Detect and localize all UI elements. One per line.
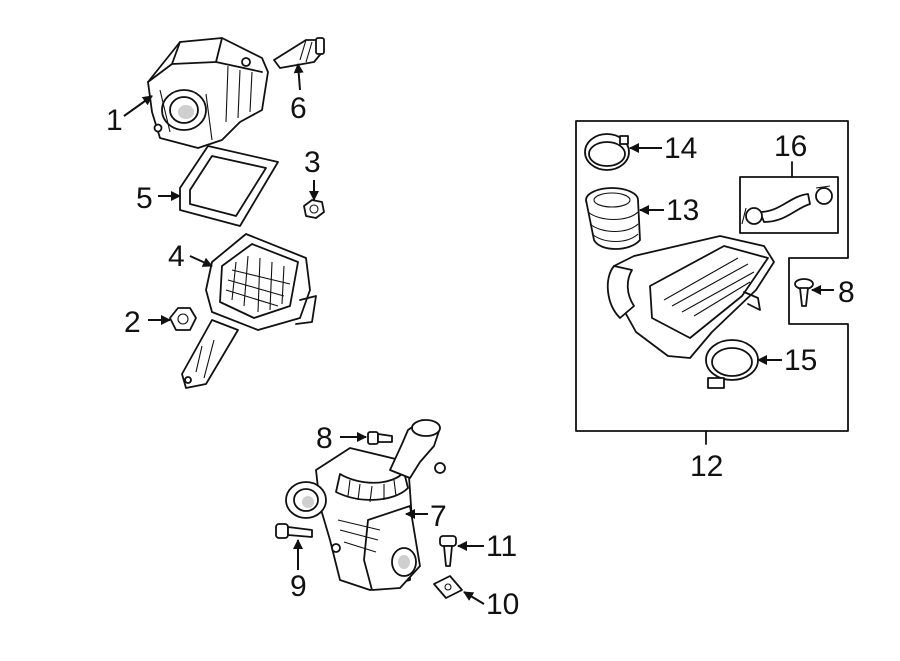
part-14-clamp[interactable] xyxy=(584,133,630,171)
callout-14: 14 xyxy=(664,132,697,165)
callout-10: 10 xyxy=(486,588,519,621)
part-1-air-cleaner-cover[interactable] xyxy=(147,37,269,149)
callout-13: 13 xyxy=(666,194,699,227)
callout-5: 5 xyxy=(136,182,153,215)
callout-7: 7 xyxy=(430,500,447,533)
callout-12: 12 xyxy=(690,450,723,483)
part-8-bolt-lower[interactable] xyxy=(367,431,393,445)
callout-16: 16 xyxy=(774,130,807,163)
part-5-filter-gasket[interactable] xyxy=(179,145,279,227)
callout-4: 4 xyxy=(168,240,185,273)
callout-15: 15 xyxy=(784,344,817,377)
part-6-sensor[interactable] xyxy=(273,37,325,69)
callout-8-lower: 8 xyxy=(316,422,333,455)
callout-1: 1 xyxy=(106,104,123,137)
part-2-nut[interactable] xyxy=(169,307,197,331)
callout-9: 9 xyxy=(290,570,307,603)
part-16-hose[interactable] xyxy=(741,185,833,225)
callout-6: 6 xyxy=(290,92,307,125)
part-13-boot[interactable] xyxy=(585,187,641,250)
callout-labels: 1 6 3 5 4 2 8 7 9 11 10 14 16 13 8 15 12 xyxy=(106,92,855,621)
callout-8-upper: 8 xyxy=(838,276,855,309)
part-9-bolt[interactable] xyxy=(275,523,313,539)
part-7-resonator-duct[interactable] xyxy=(285,419,446,591)
callout-11: 11 xyxy=(486,530,517,563)
kit-box-12 xyxy=(575,120,849,432)
part-3-nut[interactable] xyxy=(303,199,325,219)
callout-2: 2 xyxy=(124,306,141,339)
callout-3: 3 xyxy=(304,146,321,179)
part-10-clip[interactable] xyxy=(433,575,463,599)
leader-arrows xyxy=(123,63,834,605)
part-8-push-pin-upper[interactable] xyxy=(794,278,814,307)
part-12-inlet-duct[interactable] xyxy=(606,235,775,359)
part-11-bolt[interactable] xyxy=(439,535,457,567)
part-15-clamp[interactable] xyxy=(705,339,759,389)
part-4-air-cleaner-body[interactable] xyxy=(181,233,317,389)
